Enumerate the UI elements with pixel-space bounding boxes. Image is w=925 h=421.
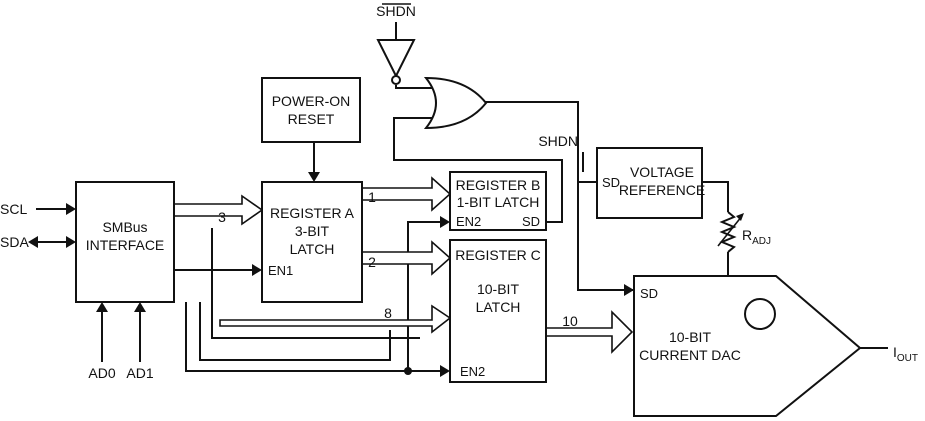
wire-bus-lower-b [211, 228, 420, 339]
voltage-reference-sd-pin: SD [602, 175, 620, 190]
dac-sd-arrowhead [624, 284, 634, 296]
bus-label-1: 1 [368, 189, 376, 205]
wires [36, 85, 888, 372]
shdn-label: SHDN [538, 133, 578, 149]
bus-rega-to-regc [361, 240, 452, 276]
bus-smbus-to-regc [219, 304, 452, 334]
smbus-interface-block: SMBus INTERFACE [75, 181, 175, 303]
ad1-label: AD1 [126, 365, 153, 381]
register-b-sd-pin: SD [522, 214, 540, 229]
wire-regb-en2 [407, 221, 442, 371]
bus-label-10: 10 [562, 313, 578, 329]
ad0-label: AD0 [88, 365, 115, 381]
voltage-reference-box [596, 147, 703, 219]
register-a-label-1: REGISTER A [270, 205, 355, 221]
current-dac-shape [633, 275, 862, 417]
radj-resistor: RADJ [717, 211, 771, 253]
register-b-en2-pin: EN2 [456, 214, 481, 229]
iout-label: IOUT [893, 344, 918, 364]
register-a-block: REGISTER A 3-BIT LATCH EN1 [261, 181, 363, 303]
register-a-box [261, 181, 363, 303]
arrowheads [28, 172, 768, 377]
power-on-reset-block: POWER-ON RESET [261, 77, 361, 143]
wire-smbus-to-regc-en2 [185, 302, 442, 372]
shdn-buffer: SHDN [376, 3, 416, 85]
current-dac-label-2: CURRENT DAC [639, 347, 741, 363]
por-label-2: RESET [288, 111, 335, 127]
register-b-label-2: 1-BIT LATCH [457, 194, 540, 210]
sda-label: SDA [0, 234, 29, 250]
current-dac-block: SD 10-BIT CURRENT DAC [633, 275, 862, 417]
bus-label-2: 2 [368, 254, 376, 270]
register-c-block: REGISTER C 10-BIT LATCH EN2 [449, 239, 547, 383]
bus-label-8: 8 [384, 305, 392, 321]
wire-vref-to-radj [702, 181, 729, 212]
scl-arrowhead [66, 203, 76, 215]
radj-label: RADJ [742, 227, 771, 247]
register-c-label-1: REGISTER C [455, 247, 541, 263]
buffer-triangle [376, 39, 416, 79]
bus-arrows [173, 176, 634, 354]
ad0-arrowhead [96, 302, 108, 312]
voltage-reference-label-1: VOLTAGE [630, 164, 694, 180]
junction-dot [404, 367, 412, 375]
current-dac-label-1: 10-BIT [669, 329, 711, 345]
por-arrowhead [308, 172, 320, 182]
register-b-box [449, 171, 547, 231]
resistor-variable-arrow [717, 215, 743, 247]
register-c-label-3: LATCH [476, 299, 521, 315]
current-dac-sd-pin: SD [640, 286, 658, 301]
register-a-label-3: LATCH [290, 241, 335, 257]
wire-regb-sd-to-or [393, 117, 563, 223]
sda-arrowhead-right [66, 236, 76, 248]
or-gate [423, 76, 488, 130]
scl-label: SCL [0, 201, 27, 217]
wire-bus-lower-a [199, 302, 391, 361]
bus-label-3: 3 [218, 209, 226, 225]
sda-arrowhead-left [28, 236, 38, 248]
resistor-zigzag [719, 211, 737, 253]
ad1-arrowhead [134, 302, 146, 312]
por-box [261, 77, 361, 143]
register-c-label-2: 10-BIT [477, 281, 519, 297]
inverter-bubble [391, 75, 401, 85]
por-label-1: POWER-ON [272, 93, 351, 109]
bus-rega-to-regb [361, 176, 452, 212]
en1-arrowhead [252, 264, 262, 276]
wire-or-to-vref-sd [485, 101, 597, 183]
smbus-box [75, 181, 175, 303]
resistor-variable-arrowhead [736, 213, 744, 221]
smbus-label-2: INTERFACE [86, 237, 165, 253]
register-b-label-1: REGISTER B [456, 177, 541, 193]
bus-regc-to-dac [545, 310, 634, 354]
regc-en2-arrowhead [440, 365, 450, 377]
wire-shdn-to-or [395, 85, 436, 89]
shdn-bar-label: SHDN [376, 3, 416, 19]
smbus-label-1: SMBus [102, 219, 147, 235]
register-c-box [449, 239, 547, 383]
register-b-block: REGISTER B 1-BIT LATCH EN2 SD [449, 171, 547, 231]
wire-or-to-dac-sd [577, 182, 634, 291]
voltage-reference-label-2: REFERENCE [619, 182, 705, 198]
register-a-label-2: 3-BIT [295, 223, 330, 239]
bus-smbus-to-rega [173, 194, 264, 226]
regb-en2-arrowhead [440, 216, 450, 228]
current-source-icon [744, 298, 776, 330]
register-a-en1-pin: EN1 [268, 263, 293, 278]
voltage-reference-block: SD VOLTAGE REFERENCE [596, 147, 705, 219]
register-c-en2-pin: EN2 [460, 364, 485, 379]
